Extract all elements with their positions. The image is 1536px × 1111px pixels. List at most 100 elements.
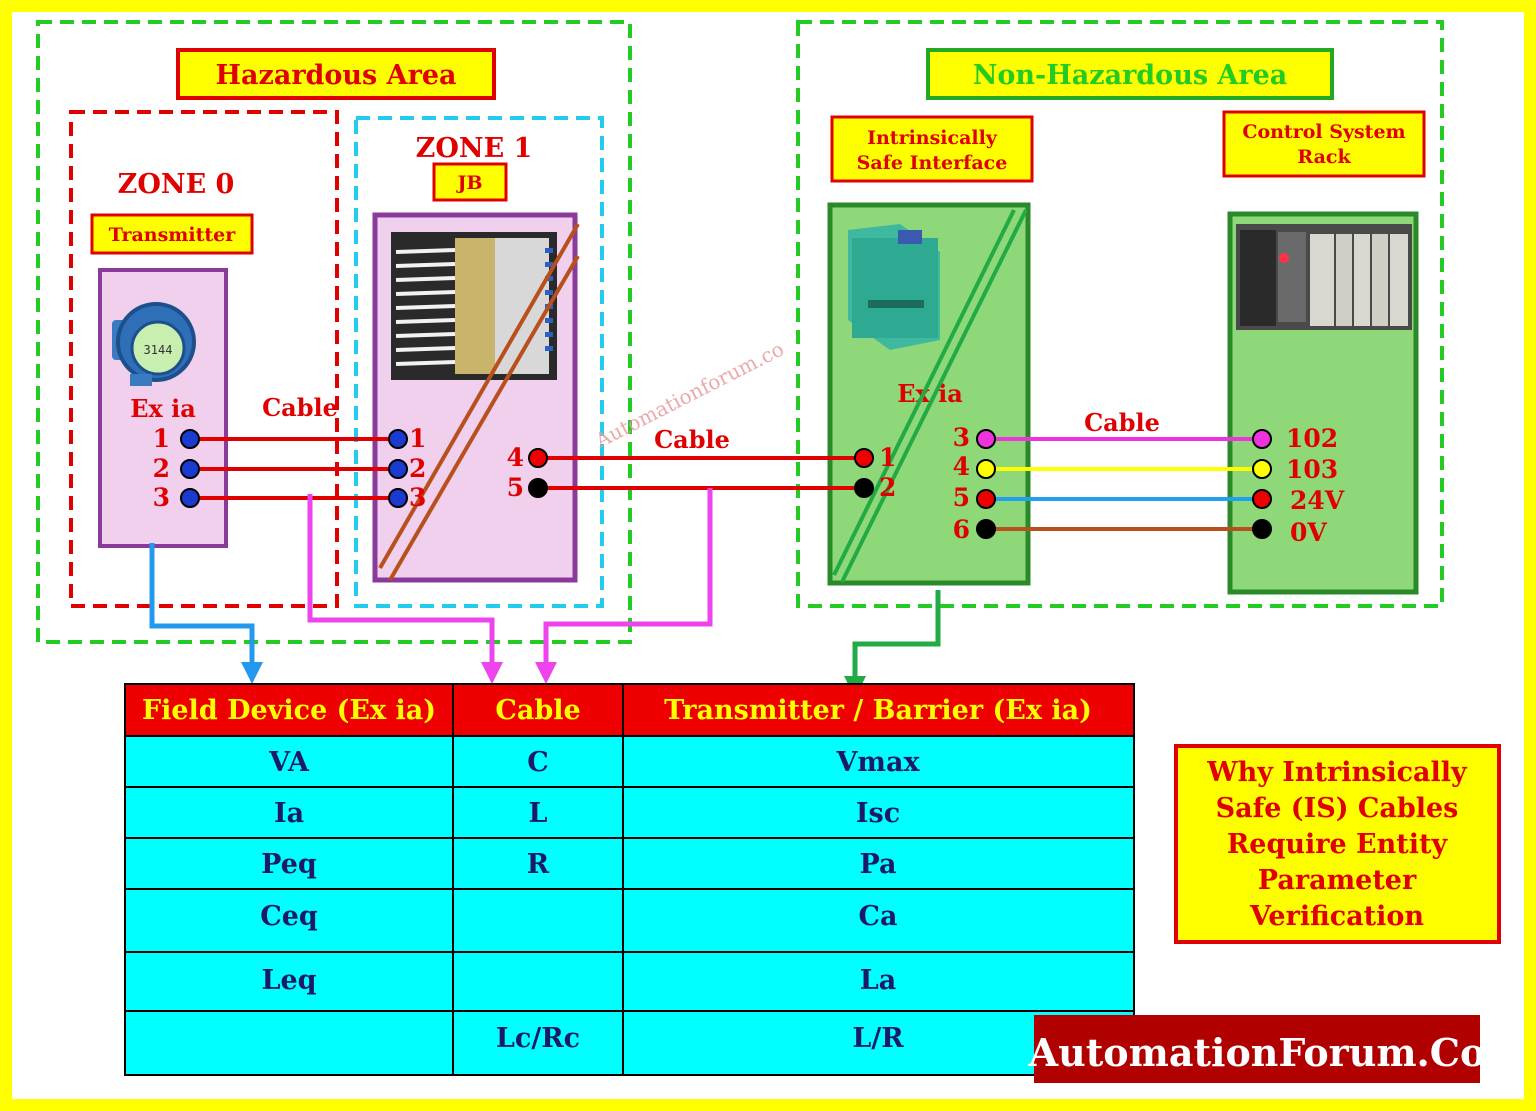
jb-barrier-stripe-2 xyxy=(388,254,580,582)
table-cell: Peq xyxy=(261,849,317,880)
title-line-3: Require Entity xyxy=(1227,829,1449,860)
table-body xyxy=(125,736,1134,1075)
barrier-stripe-2 xyxy=(840,209,1028,583)
non-hazardous-area-label: Non-Hazardous Area xyxy=(973,60,1288,91)
terminal-dot xyxy=(976,489,996,509)
svg-text:3144: 3144 xyxy=(144,343,173,357)
arrow-cable-2-head xyxy=(535,662,557,684)
rack-terminal-24v: 24V xyxy=(1290,486,1345,515)
jb-in-terminal-2: 2 xyxy=(409,454,426,483)
is-interface-tag: Intrinsically Safe Interface xyxy=(830,115,1034,183)
table-cell: Lc/Rc xyxy=(496,1023,580,1054)
table-cell: Ca xyxy=(859,901,898,932)
transmitter-ex-ia-label: Ex ia xyxy=(130,394,196,423)
jb-tag-label: JB xyxy=(455,172,482,194)
control-rack-label-2: Rack xyxy=(1297,146,1351,168)
table-cell: La xyxy=(860,965,896,996)
table-cell: Pa xyxy=(859,849,896,880)
is-interface-label-2: Safe Interface xyxy=(857,152,1008,174)
title-line-2: Safe (IS) Cables xyxy=(1216,793,1459,824)
terminal-numbers: 1 2 3 1 2 3 4 5 1 2 3 4 5 6 102 103 24V … xyxy=(153,423,1345,547)
table-header-row xyxy=(125,684,1134,736)
entity-parameter-table: Field Device (Ex ia) Cable Transmitter /… xyxy=(124,683,1135,1076)
terminal-dot xyxy=(976,429,996,449)
title-line-4: Parameter xyxy=(1258,865,1417,896)
wires xyxy=(190,437,1262,531)
barrier-image xyxy=(848,224,940,350)
arrow-field-device-head xyxy=(241,662,263,684)
cable-label-middle: Cable xyxy=(654,425,730,454)
header-barrier: Transmitter / Barrier (Ex ia) xyxy=(664,695,1092,726)
terminal-dot xyxy=(854,448,874,468)
rack-terminal-0v: 0V xyxy=(1290,518,1327,547)
hazardous-area-boundary xyxy=(36,20,632,644)
terminal-dot xyxy=(180,459,200,479)
terminal-dot xyxy=(388,429,408,449)
transmitter-image: 3144 xyxy=(112,302,196,386)
jb-in-terminal-1: 1 xyxy=(409,424,426,453)
terminal-dot xyxy=(976,459,996,479)
transmitter-tag-label: Transmitter xyxy=(109,224,237,246)
table-cell: Ceq xyxy=(260,901,318,932)
terminal-dot xyxy=(388,459,408,479)
barrier-in-terminal-2: 2 xyxy=(879,473,896,502)
junction-box xyxy=(372,212,580,583)
arrow-field-device xyxy=(149,543,255,664)
transmitter-terminal-2: 2 xyxy=(153,454,170,483)
rack-terminal-103: 103 xyxy=(1286,455,1338,484)
barrier-in-terminal-1: 1 xyxy=(879,443,896,472)
transmitter-terminal-1: 1 xyxy=(153,424,170,453)
transmitter-terminal-3: 3 xyxy=(153,483,170,512)
zone0-boundary xyxy=(69,110,339,608)
jb-barrier-stripe-1 xyxy=(378,223,580,569)
terminal-dot xyxy=(388,488,408,508)
terminal-dot xyxy=(528,448,548,468)
non-hazardous-area-boundary xyxy=(796,20,1444,608)
zone0-label: ZONE 0 xyxy=(118,169,235,200)
header-field-device: Field Device (Ex ia) xyxy=(142,695,436,726)
header-cable: Cable xyxy=(495,695,580,726)
cable-label-zone: Cable xyxy=(262,393,338,422)
control-rack-label-1: Control System xyxy=(1242,121,1405,143)
is-barrier-device: Ex ia xyxy=(827,202,1031,586)
barrier-out-terminal-5: 5 xyxy=(953,483,970,512)
terminal-dot xyxy=(180,429,200,449)
jb-in-terminal-3: 3 xyxy=(409,483,426,512)
arrow-cable-1-head xyxy=(481,662,503,684)
transmitter-tag: Transmitter xyxy=(90,213,254,255)
table-cell: Isc xyxy=(856,798,900,829)
arrow-barrier xyxy=(852,590,941,678)
rack-image xyxy=(1236,224,1412,330)
terminal-dot xyxy=(1252,429,1272,449)
terminal-dot xyxy=(1252,489,1272,509)
barrier-out-terminal-3: 3 xyxy=(953,423,970,452)
table-cell: L/R xyxy=(852,1023,904,1054)
title-line-1: Why Intrinsically xyxy=(1206,757,1468,788)
terminal-dot xyxy=(976,519,996,539)
cable-label-right: Cable xyxy=(1084,408,1160,437)
table-cell: VA xyxy=(268,747,310,778)
barrier-out-terminal-4: 4 xyxy=(953,452,970,481)
arrow-cable-2 xyxy=(543,488,713,664)
terminal-dot xyxy=(528,478,548,498)
jb-out-terminal-5: 5 xyxy=(507,473,524,502)
terminal-dot xyxy=(1252,459,1272,479)
zone1-boundary xyxy=(354,116,604,608)
terminal-dot xyxy=(1252,519,1272,539)
table-cell: Ia xyxy=(274,798,304,829)
arrow-cable-1 xyxy=(307,494,495,664)
barrier-out-terminal-6: 6 xyxy=(953,515,970,544)
brand-label: AutomationForum.Co xyxy=(1028,1030,1486,1075)
rack-terminal-102: 102 xyxy=(1286,424,1338,453)
hazardous-area-title: Hazardous Area xyxy=(176,48,496,100)
table-cell: L xyxy=(529,798,548,829)
jb-out-terminal-4: 4 xyxy=(507,443,524,472)
title-line-5: Verification xyxy=(1249,901,1424,932)
non-hazardous-area-title: Non-Hazardous Area xyxy=(926,48,1334,100)
table-cell: Vmax xyxy=(835,747,920,778)
terminal-dots xyxy=(180,429,1272,539)
table-cell: R xyxy=(527,849,550,880)
jb-tag: JB xyxy=(432,162,508,202)
control-rack-tag: Control System Rack xyxy=(1222,110,1426,178)
